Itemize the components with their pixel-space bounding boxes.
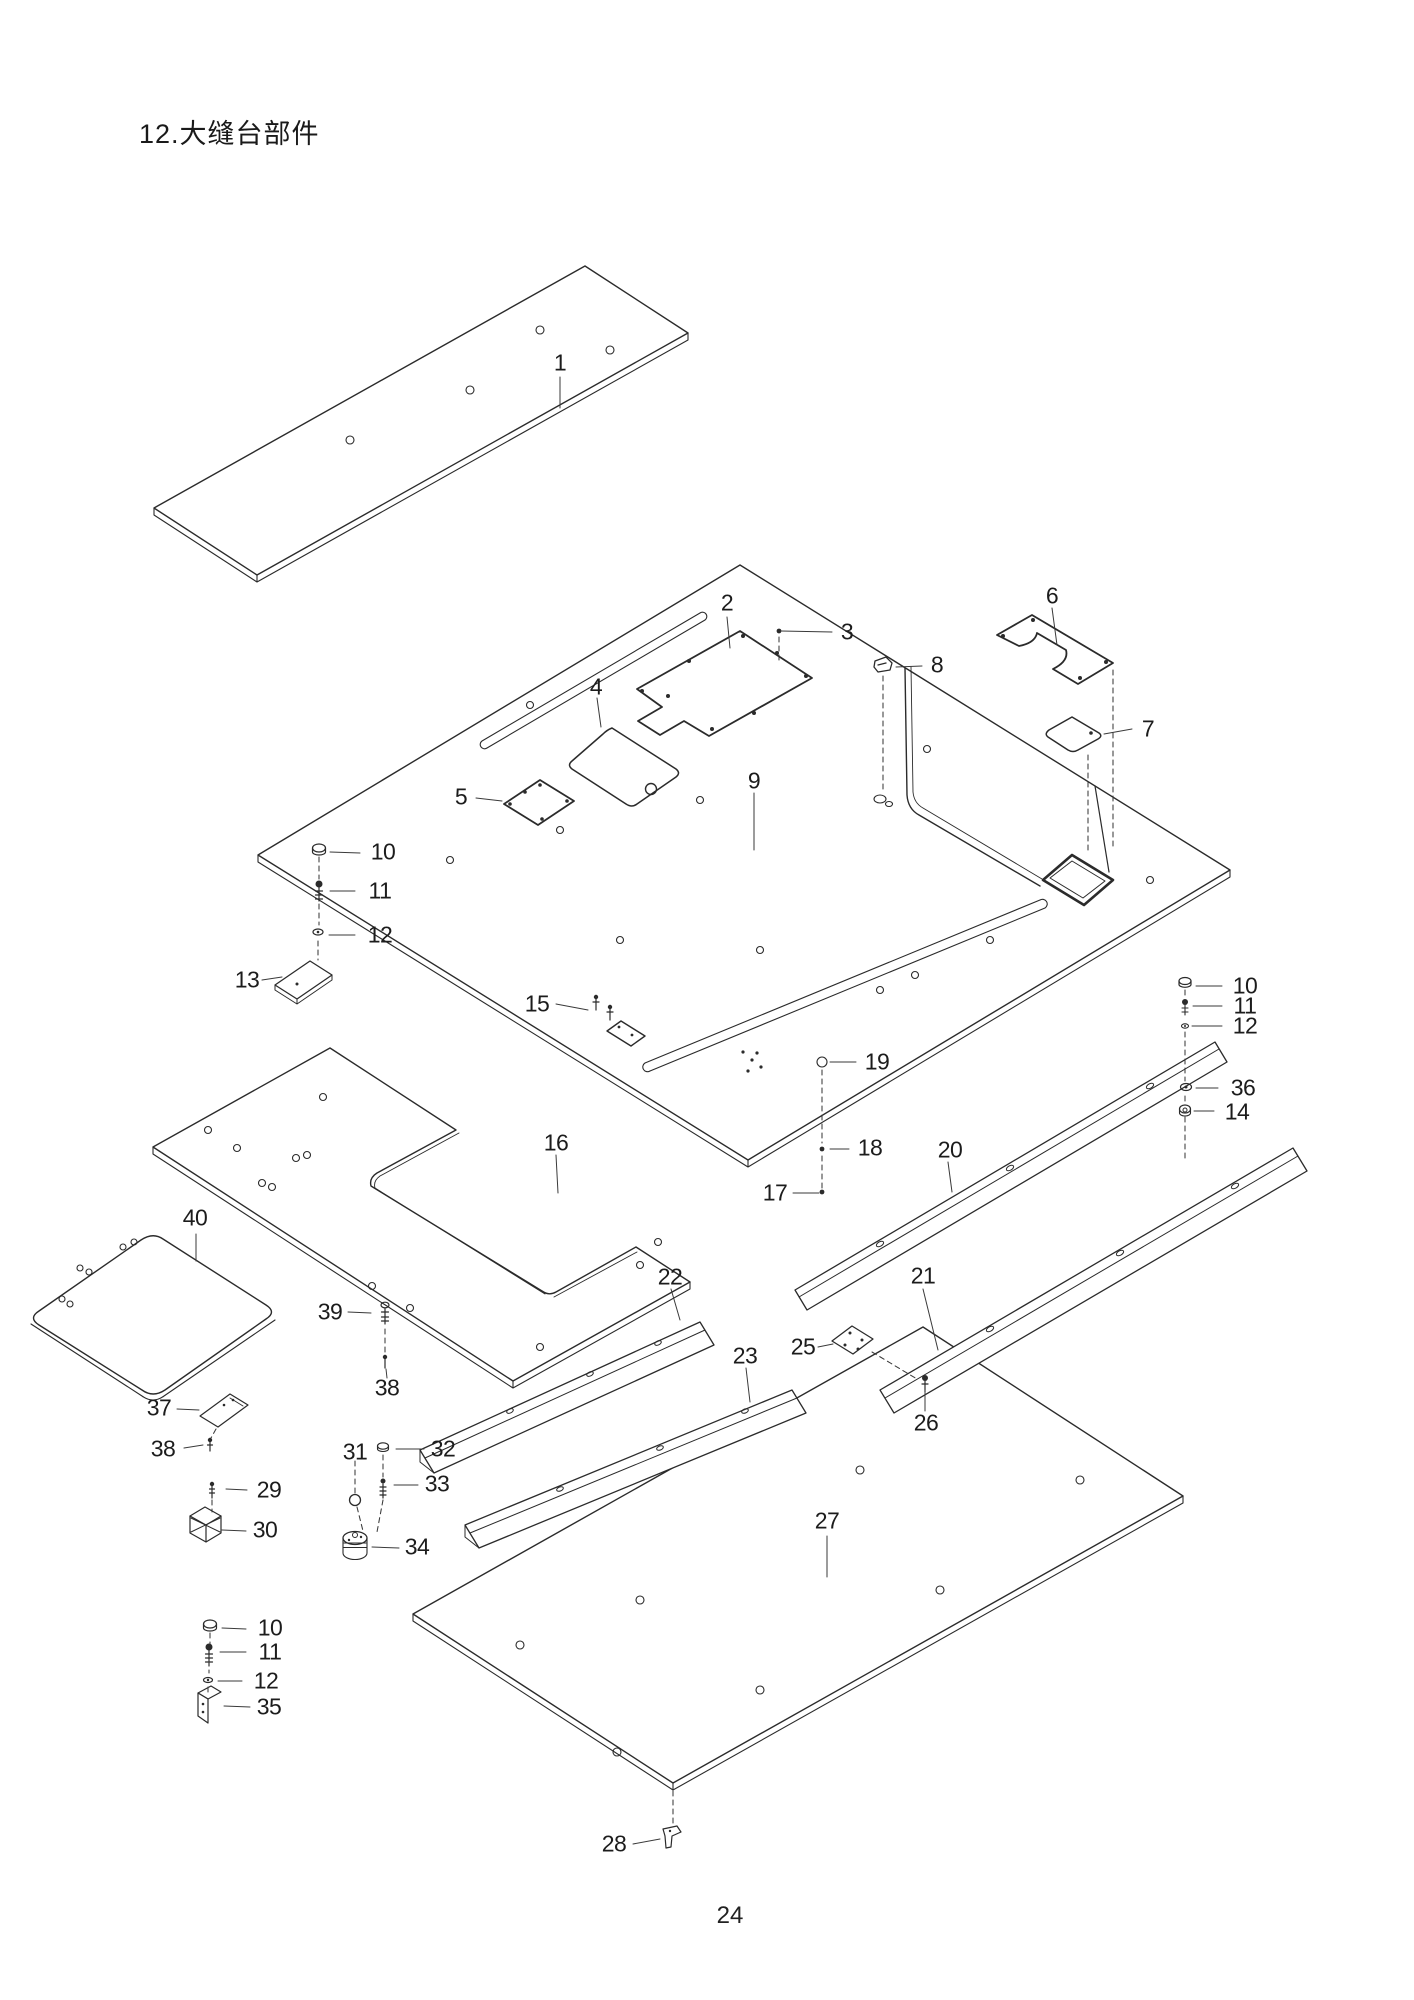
part-6-notched-cover-plate <box>996 614 1114 685</box>
part-30-cushion-block <box>189 1506 222 1543</box>
rail-20-support-bar <box>794 1041 1228 1311</box>
part-5-cover-plate <box>503 779 575 826</box>
rail-22-angle-bar <box>419 1321 715 1474</box>
part-38-screw-right <box>382 1354 388 1369</box>
part-3-dot <box>776 628 782 634</box>
reference-dots <box>776 628 825 1195</box>
panel-9-holes <box>445 700 1155 1068</box>
part-34-cylinder <box>342 1530 368 1561</box>
part-4-cover-plate <box>568 727 680 807</box>
page-number: 24 <box>716 1902 744 1929</box>
part-17-dot <box>819 1189 825 1195</box>
panel-9-pin-dots <box>741 1050 763 1073</box>
part-35-angle-bracket <box>197 1685 222 1724</box>
part-37-plate <box>199 1393 249 1428</box>
fastener-stack-left <box>311 843 327 936</box>
page-title: 12.大缝台部件 <box>139 119 320 149</box>
part-32-cap <box>376 1442 390 1453</box>
part-2-cover-plate <box>636 630 813 737</box>
fastener-stack-right <box>1178 976 1193 1117</box>
part-15-screw-cluster <box>592 994 646 1047</box>
part-31-ball <box>348 1493 362 1507</box>
part-33-screw <box>379 1478 387 1499</box>
part-19-hole <box>816 1056 828 1068</box>
rail-21-support-bar <box>879 1147 1308 1414</box>
part-28-clip <box>662 1825 682 1849</box>
part-13-spacer-plate <box>274 960 333 1005</box>
part-8-clip <box>873 656 893 673</box>
panel-1-table-top-plate <box>153 265 689 583</box>
panel-27-bottom-plate <box>412 1326 1184 1791</box>
part-25-joint-plate <box>831 1325 874 1355</box>
assembly-dashed-lines <box>207 636 1186 1827</box>
part-39-screw <box>380 1301 390 1325</box>
part-7-small-cover-plate <box>1045 716 1102 753</box>
part-38-screw-left <box>206 1437 214 1452</box>
part-29-screw <box>208 1481 216 1499</box>
panel-40-corner-plate <box>30 1235 276 1401</box>
panel-9-main-bed-plate <box>257 564 1231 1168</box>
callout-leader-lines <box>176 376 1223 1845</box>
fastener-stack-bottom <box>202 1619 218 1684</box>
part-18-dot <box>819 1146 825 1152</box>
panel-16-notched-plate <box>152 1047 691 1389</box>
rail-23-angle-bar <box>464 1389 807 1549</box>
